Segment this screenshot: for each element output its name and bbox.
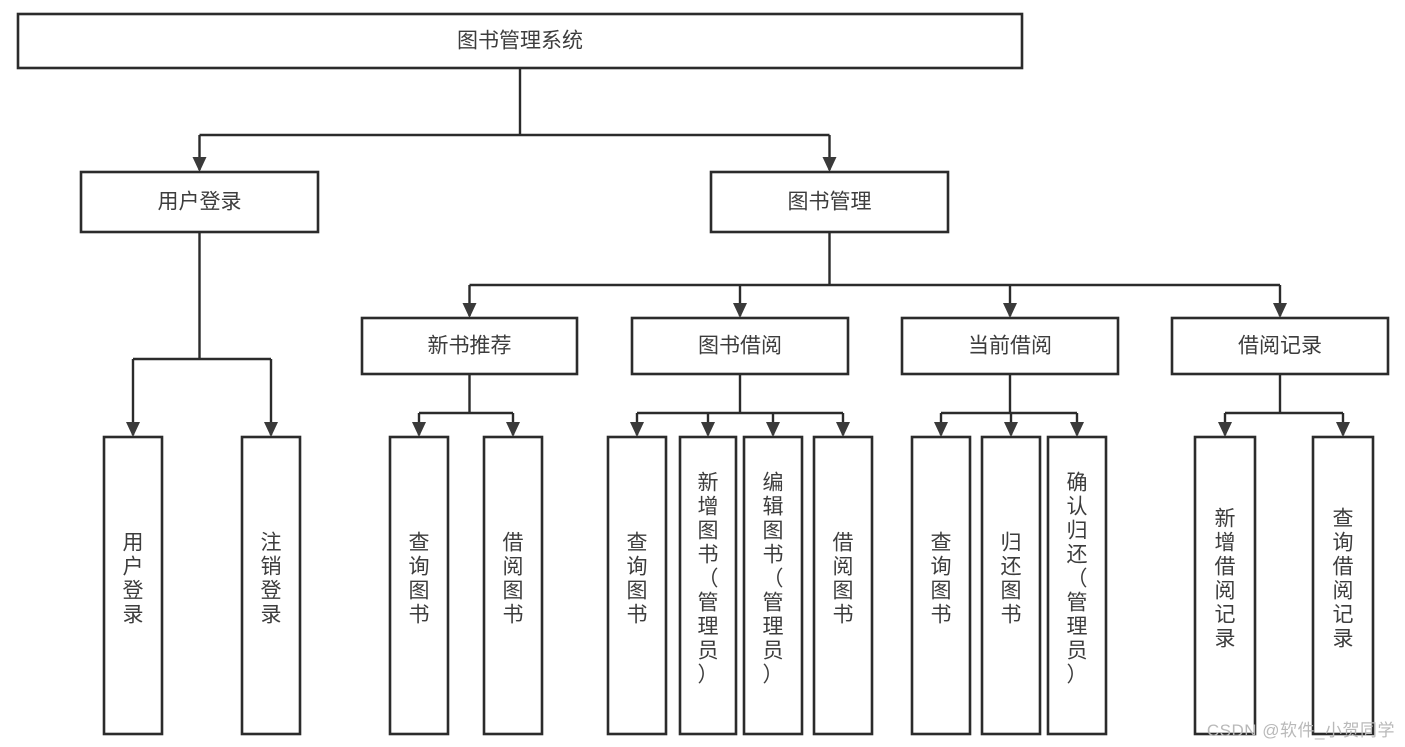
node-box: [606, 435, 668, 736]
edge-group-new-book-recommend: [412, 374, 520, 437]
node-leaf-add-book[interactable]: 新增图书（管理员）: [678, 435, 738, 736]
node-leaf-borrow-book-1[interactable]: 借阅图书: [482, 435, 544, 736]
arrow-head-icon: [1273, 303, 1287, 318]
node-box: [742, 435, 804, 736]
node-box: [388, 435, 450, 736]
node-root[interactable]: 图书管理系统: [16, 12, 1024, 70]
node-box: [1311, 435, 1375, 736]
node-box: [360, 316, 579, 376]
node-box: [812, 435, 874, 736]
node-label: 图书借阅: [698, 335, 782, 358]
arrow-head-icon: [1336, 422, 1350, 437]
node-label: 归还图书: [1001, 532, 1022, 627]
node-box: [79, 170, 320, 234]
node-book-manage[interactable]: 图书管理: [709, 170, 950, 234]
arrow-head-icon: [934, 422, 948, 437]
edge-group-book-manage: [462, 232, 1287, 318]
node-user-login[interactable]: 用户登录: [79, 170, 320, 234]
node-label: 新增借阅记录: [1215, 508, 1236, 651]
node-box: [709, 170, 950, 234]
node-leaf-edit-book[interactable]: 编辑图书（管理员）: [742, 435, 804, 736]
node-leaf-query-book-2[interactable]: 查询图书: [606, 435, 668, 736]
node-box: [910, 435, 972, 736]
node-book-borrow[interactable]: 图书借阅: [630, 316, 850, 376]
arrow-head-icon: [822, 157, 837, 172]
node-leaf-confirm-return[interactable]: 确认归还（管理员）: [1046, 435, 1108, 736]
node-box: [1170, 316, 1390, 376]
edge-group-borrow-record: [1218, 374, 1350, 437]
node-current-borrow[interactable]: 当前借阅: [900, 316, 1120, 376]
node-label: 借阅图书: [833, 532, 854, 627]
node-label: 查询图书: [627, 532, 648, 627]
arrow-head-icon: [836, 422, 850, 437]
arrow-head-icon: [1218, 422, 1232, 437]
node-leaf-borrow-book-2[interactable]: 借阅图书: [812, 435, 874, 736]
node-leaf-user-login[interactable]: 用户登录: [102, 435, 164, 736]
arrow-head-icon: [766, 422, 780, 437]
node-label: 查询图书: [409, 532, 430, 627]
node-box: [482, 435, 544, 736]
arrow-head-icon: [1070, 422, 1084, 437]
node-label: 查询图书: [931, 532, 952, 627]
node-box: [1193, 435, 1257, 736]
node-label: 当前借阅: [968, 335, 1052, 358]
edge-group-root: [192, 68, 837, 172]
node-box: [16, 12, 1024, 70]
node-borrow-record[interactable]: 借阅记录: [1170, 316, 1390, 376]
node-leaf-query-record[interactable]: 查询借阅记录: [1311, 435, 1375, 736]
node-label: 用户登录: [158, 191, 242, 214]
node-label: 查询借阅记录: [1333, 508, 1354, 651]
node-label: 借阅图书: [503, 532, 524, 627]
node-label: 借阅记录: [1238, 335, 1322, 358]
node-label: 新增图书（管理员）: [698, 472, 719, 687]
arrow-head-icon: [733, 303, 747, 318]
edge-group-current-borrow: [934, 374, 1084, 437]
arrow-head-icon: [1003, 303, 1017, 318]
arrow-head-icon: [1004, 422, 1018, 437]
node-layer: 图书管理系统用户登录图书管理新书推荐图书借阅当前借阅借阅记录用户登录注销登录查询…: [16, 12, 1390, 736]
arrow-head-icon: [462, 303, 477, 318]
node-label: 图书管理: [788, 191, 872, 214]
node-leaf-logout[interactable]: 注销登录: [240, 435, 302, 736]
edge-group-book-borrow: [630, 374, 850, 437]
node-new-book-recommend[interactable]: 新书推荐: [360, 316, 579, 376]
node-box: [678, 435, 738, 736]
arrow-head-icon: [126, 422, 140, 437]
node-label: 注销登录: [261, 532, 282, 627]
node-label: 新书推荐: [428, 335, 512, 358]
node-leaf-query-book-3[interactable]: 查询图书: [910, 435, 972, 736]
node-box: [1046, 435, 1108, 736]
node-box: [980, 435, 1042, 736]
node-label: 编辑图书（管理员）: [763, 472, 784, 687]
node-label: 确认归还（管理员）: [1067, 472, 1088, 687]
arrow-head-icon: [192, 157, 207, 172]
arrow-head-icon: [506, 422, 520, 437]
edge-group-user-login: [126, 232, 278, 437]
node-box: [900, 316, 1120, 376]
arrow-head-icon: [412, 422, 426, 437]
node-leaf-add-record[interactable]: 新增借阅记录: [1193, 435, 1257, 736]
arrow-head-icon: [701, 422, 715, 437]
node-box: [102, 435, 164, 736]
node-leaf-return-book[interactable]: 归还图书: [980, 435, 1042, 736]
node-box: [630, 316, 850, 376]
node-label: 图书管理系统: [457, 30, 583, 53]
arrow-head-icon: [630, 422, 644, 437]
connector-layer: [126, 68, 1350, 437]
node-box: [240, 435, 302, 736]
arrow-head-icon: [264, 422, 278, 437]
node-label: 用户登录: [123, 532, 144, 627]
node-leaf-query-book-1[interactable]: 查询图书: [388, 435, 450, 736]
